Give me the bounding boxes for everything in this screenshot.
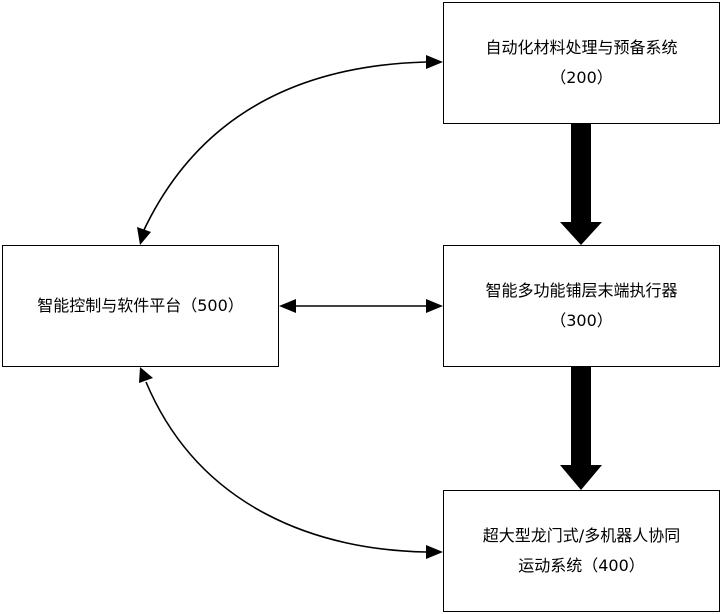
curve-arrow-500-200 (137, 55, 443, 245)
thick-arrow-300-400 (560, 367, 602, 490)
curve-arrow-500-400 (139, 367, 443, 559)
node-300-label-line2: （300） (550, 311, 613, 330)
node-200-label-line2: （200） (550, 68, 613, 87)
node-material-processing-system: 自动化材料处理与预备系统 （200） (443, 2, 720, 124)
double-arrow-500-300 (279, 299, 443, 313)
node-400-label-line1: 超大型龙门式/多机器人协同 (482, 526, 681, 545)
node-300-label-line1: 智能多功能铺层末端执行器 (485, 281, 678, 300)
node-end-effector: 智能多功能铺层末端执行器 （300） (443, 245, 720, 367)
node-control-software-platform: 智能控制与软件平台（500） (2, 245, 279, 367)
node-400-label-line2: 运动系统（400） (518, 556, 645, 575)
node-500-label: 智能控制与软件平台（500） (37, 296, 244, 315)
node-200-label-line1: 自动化材料处理与预备系统 (485, 38, 678, 57)
node-gantry-motion-system: 超大型龙门式/多机器人协同 运动系统（400） (443, 490, 720, 612)
thick-arrow-200-300 (560, 124, 602, 245)
